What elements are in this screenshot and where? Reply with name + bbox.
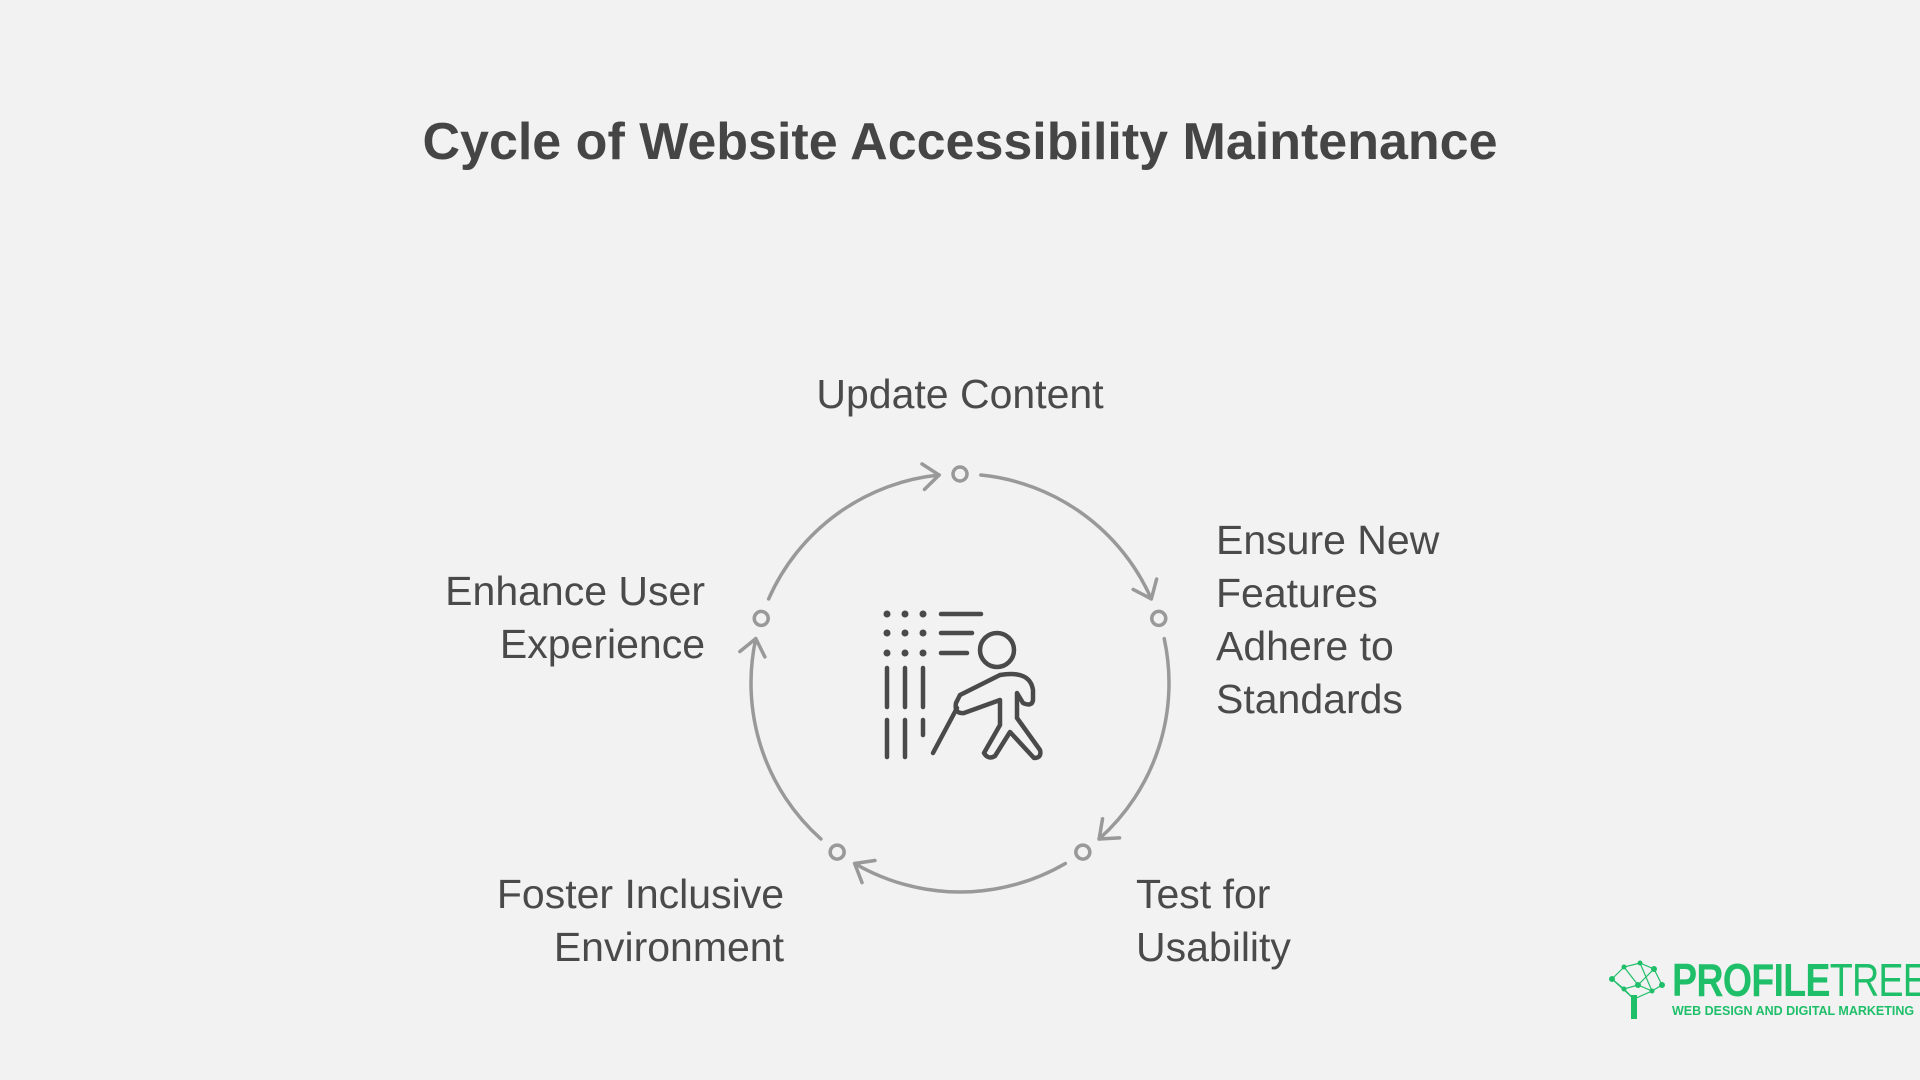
arrowhead — [852, 858, 877, 885]
cycle-arrow — [1097, 636, 1171, 841]
cycle-arrow — [852, 861, 1068, 894]
arrowhead — [920, 462, 941, 492]
step-node — [951, 465, 969, 483]
arrowhead — [738, 636, 767, 659]
cycle-arrow — [766, 473, 941, 601]
profiletree-logo: PROFILETREE WEB DESIGN AND DIGITAL MARKE… — [1604, 955, 1920, 1025]
arrowhead — [1097, 817, 1122, 841]
step-node — [1074, 843, 1092, 861]
step-node — [1150, 609, 1168, 628]
network-tree-icon — [1609, 960, 1665, 1019]
step-node — [752, 609, 770, 628]
brand-tagline: WEB DESIGN AND DIGITAL MARKETING — [1672, 1004, 1915, 1018]
cycle-arrow — [979, 473, 1154, 601]
cycle-arrow — [749, 636, 823, 841]
step-node — [828, 843, 846, 861]
arrowhead — [1131, 577, 1159, 601]
brand-name: PROFILETREE — [1672, 954, 1920, 1006]
accessibility-person-with-cane-icon — [883, 610, 1043, 761]
diagram-title: Cycle of Website Accessibility Maintenan… — [422, 113, 1498, 171]
step-label-update-content: Update Content — [816, 371, 1104, 417]
